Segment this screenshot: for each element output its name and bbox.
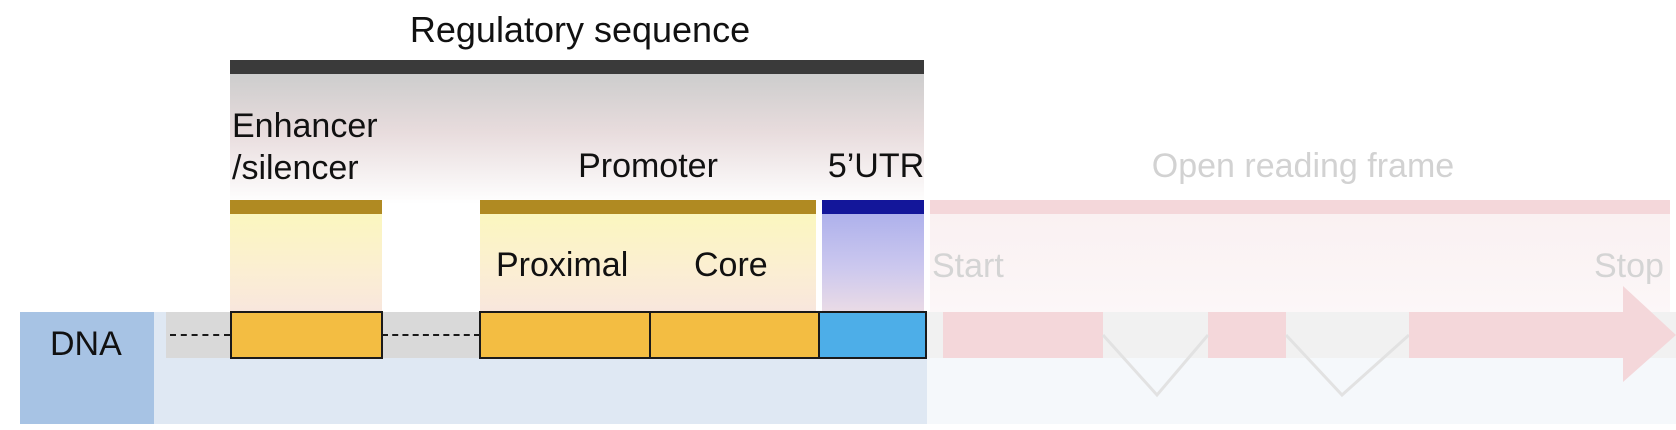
regulatory-sequence-bar [230, 60, 924, 74]
promoter-glow [480, 214, 816, 312]
exon-3-arrow [1409, 286, 1676, 382]
orf-label: Open reading frame [1151, 147, 1455, 185]
enhancer-label-line2: /silencer [232, 149, 359, 187]
orf-gene-structure [943, 286, 1676, 398]
core-label: Core [694, 246, 768, 284]
utr-glow [822, 214, 924, 312]
enhancer-label-line1: Enhancer [232, 107, 378, 145]
regulatory-sequence-title: Regulatory sequence [409, 9, 751, 50]
promoter-label: Promoter [578, 147, 718, 185]
orf-bar [930, 200, 1670, 214]
core-promoter-box [649, 311, 820, 359]
exon-2 [1208, 312, 1286, 358]
dna-block [20, 312, 154, 424]
enhancer-glow [230, 214, 382, 312]
enhancer-box [230, 311, 383, 359]
intron-2 [1284, 333, 1411, 398]
dna-label: DNA [50, 325, 122, 363]
stop-label: Stop [1594, 247, 1664, 285]
orf-glow [930, 214, 1670, 312]
proximal-label: Proximal [496, 246, 629, 284]
enhancer-bar [230, 200, 382, 214]
intron-1 [1101, 333, 1210, 398]
proximal-promoter-box [479, 311, 651, 359]
start-label: Start [932, 247, 1004, 285]
regulatory-sequence-glow [230, 74, 924, 204]
utr-box [818, 311, 927, 359]
dna-dashed-connector-left [170, 334, 230, 336]
utr-label: 5’UTR [827, 147, 925, 185]
utr-bar [822, 200, 924, 214]
promoter-bar [480, 200, 816, 214]
dna-dashed-connector-middle [382, 334, 480, 336]
exon-1 [943, 312, 1103, 358]
